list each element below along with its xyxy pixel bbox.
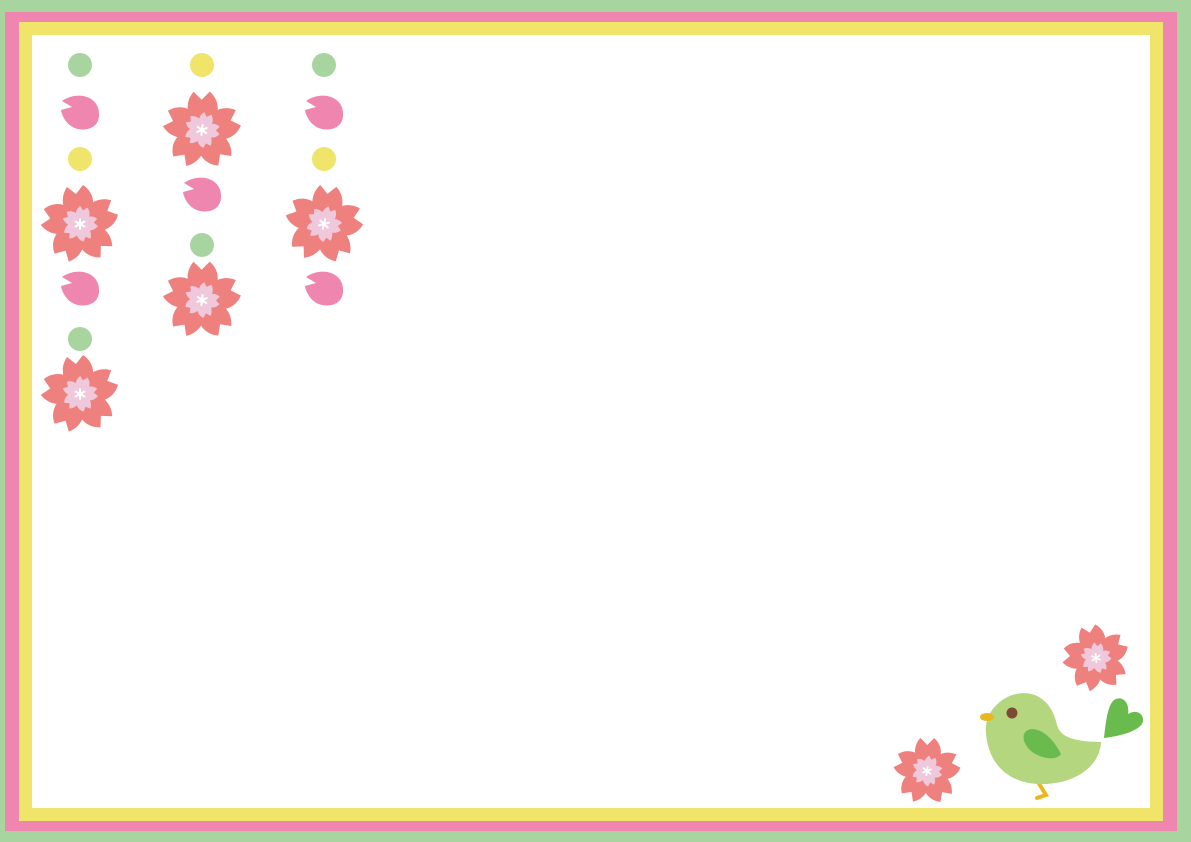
dot-green-bead [312, 53, 336, 77]
dot-yellow-bead [190, 53, 214, 77]
bird-icon [980, 693, 1144, 800]
garlands [38, 53, 374, 436]
dot-yellow-bead [68, 147, 92, 171]
dot-green-bead [68, 53, 92, 77]
dot-green-bead [68, 327, 92, 351]
dot-green-bead [190, 233, 214, 257]
dot-yellow-bead [312, 147, 336, 171]
